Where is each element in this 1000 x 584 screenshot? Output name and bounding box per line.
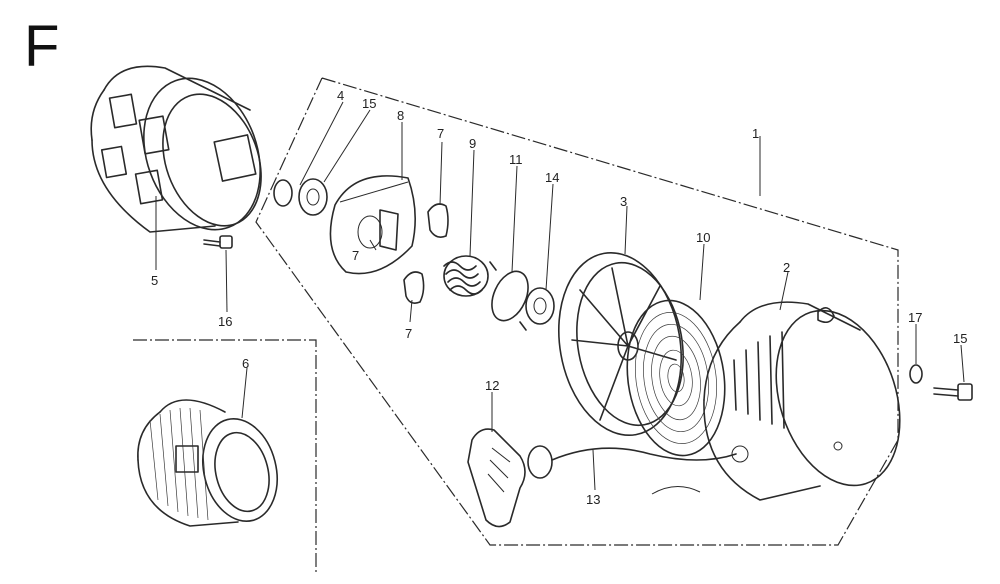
starter-cup xyxy=(90,65,262,233)
recoil-spring xyxy=(626,299,726,457)
drive-plate xyxy=(329,175,416,275)
callout-5: 5 xyxy=(151,273,158,288)
section-letter: F xyxy=(24,14,60,79)
callout-17: 17 xyxy=(908,310,922,325)
ratchet-pawl-lower xyxy=(403,271,425,304)
starter-case xyxy=(703,301,901,501)
callout-15-upper: 15 xyxy=(362,96,376,111)
ratchet-pawl-upper xyxy=(427,203,449,238)
starter-handle xyxy=(467,428,553,528)
callout-7-lower: 7 xyxy=(405,326,412,341)
callout-13: 13 xyxy=(586,492,600,507)
washer xyxy=(298,178,328,216)
alternate-cup xyxy=(137,399,278,527)
inset-frame xyxy=(133,339,317,572)
callout-12: 12 xyxy=(485,378,499,393)
assembly-frame xyxy=(255,77,899,546)
callout-9: 9 xyxy=(469,136,476,151)
callout-16: 16 xyxy=(218,314,232,329)
callout-15-right: 15 xyxy=(953,331,967,346)
callout-1: 1 xyxy=(752,126,759,141)
bolt-left xyxy=(203,235,233,249)
bolt-right xyxy=(933,383,973,401)
callout-3: 3 xyxy=(620,194,627,209)
leader-lines xyxy=(155,101,965,491)
coil-spring xyxy=(443,255,489,297)
callout-4: 4 xyxy=(337,88,344,103)
washer-17 xyxy=(909,364,923,384)
callout-7-middle: 7 xyxy=(352,248,359,263)
friction-spring xyxy=(489,261,529,331)
callout-8: 8 xyxy=(397,108,404,123)
callout-10: 10 xyxy=(696,230,710,245)
starter-rope xyxy=(551,447,737,495)
callout-6: 6 xyxy=(242,356,249,371)
clip xyxy=(273,179,293,207)
callout-2: 2 xyxy=(783,260,790,275)
callout-14: 14 xyxy=(545,170,559,185)
washer-14 xyxy=(525,287,555,325)
callout-labels: 1 2 3 4 5 6 7 7 7 8 9 10 11 12 13 14 15 … xyxy=(151,88,967,507)
callout-11: 11 xyxy=(509,152,523,167)
recoil-reel xyxy=(557,252,684,436)
callout-7-upper: 7 xyxy=(437,126,444,141)
